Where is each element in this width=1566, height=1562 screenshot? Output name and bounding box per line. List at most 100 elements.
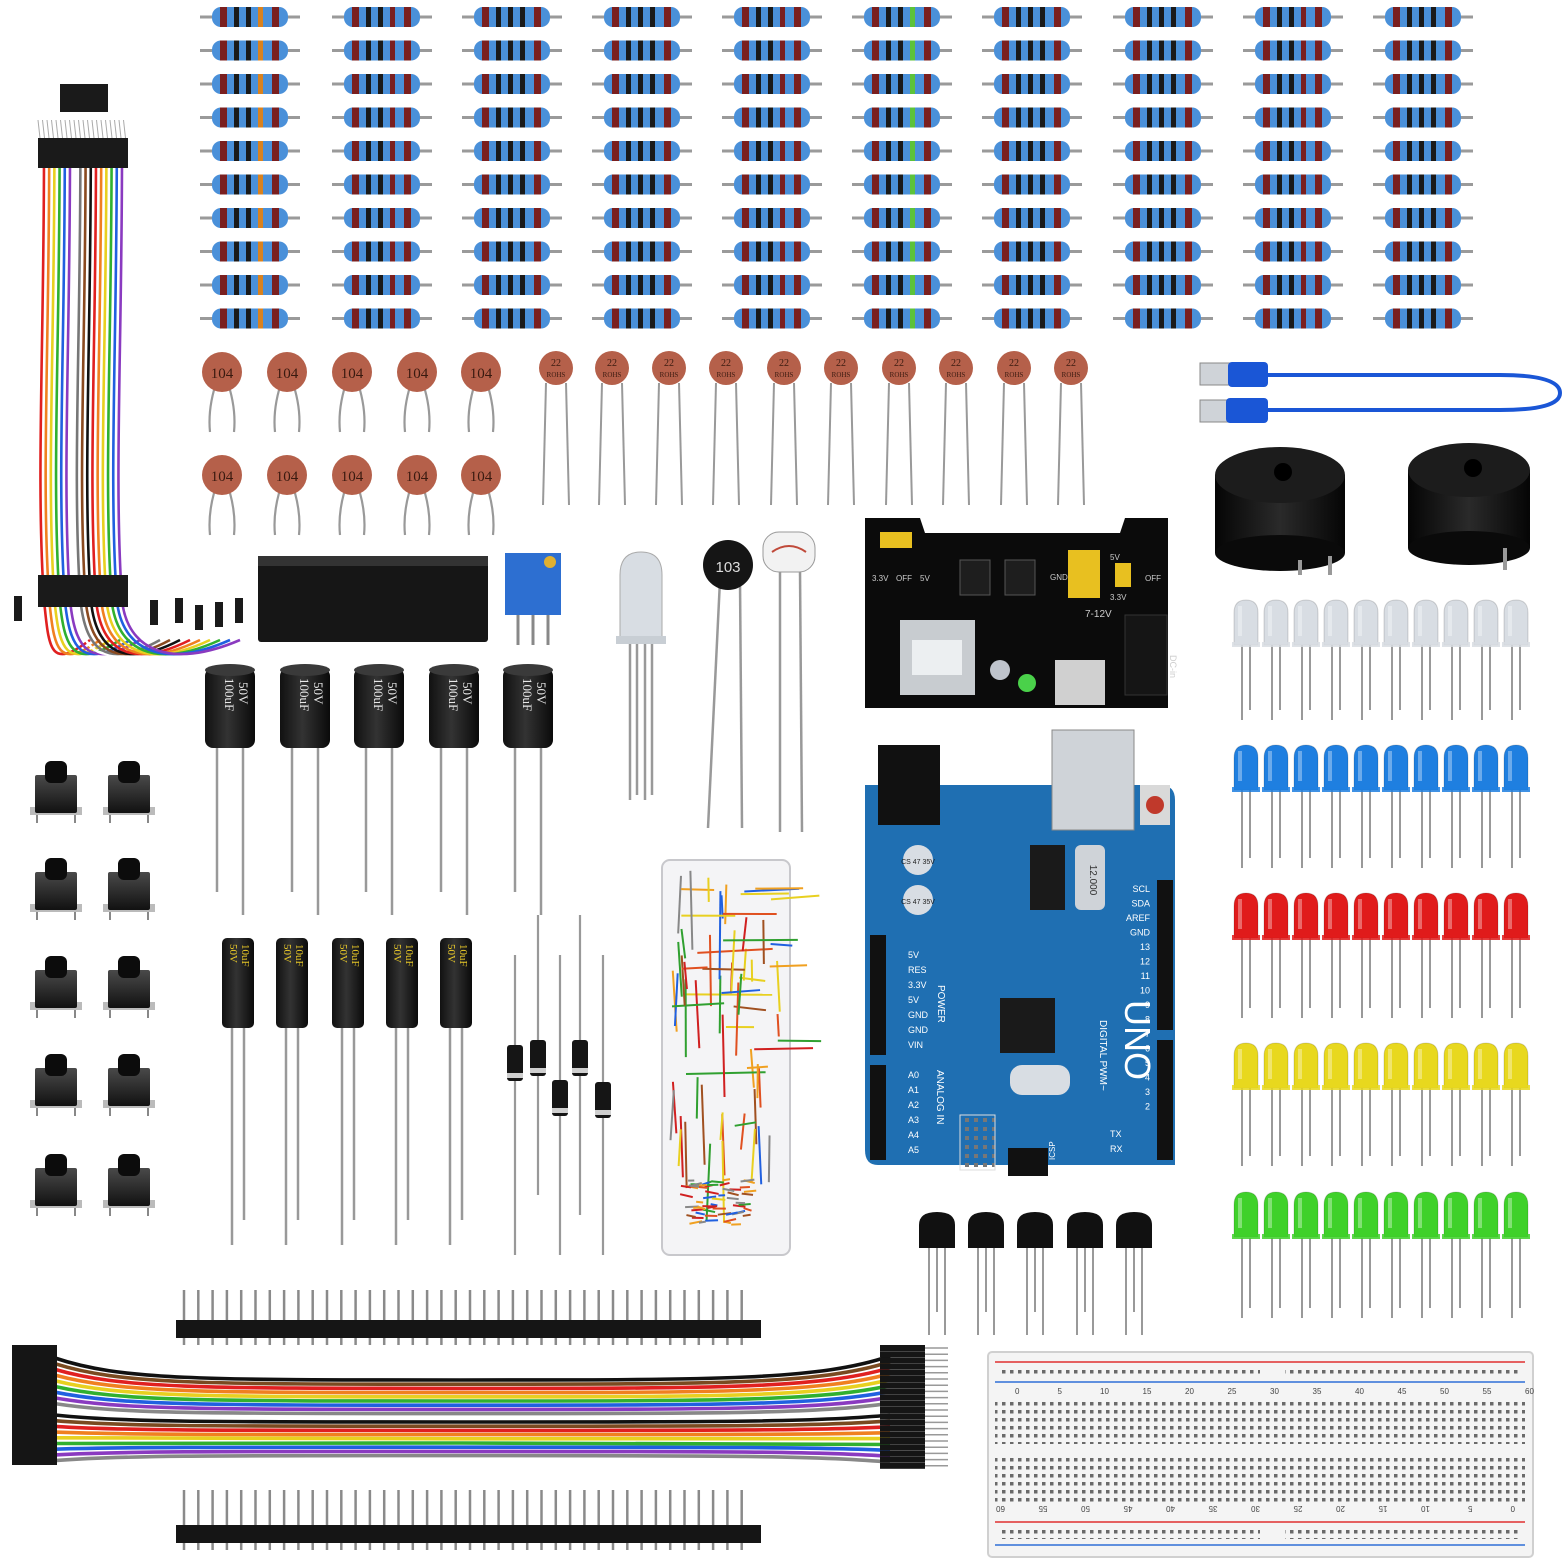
- jumper-wire-piece: [705, 1219, 719, 1222]
- jumper-pin: [78, 119, 81, 139]
- jumper-wire-piece: [742, 1213, 751, 1217]
- jumper-end-connector: [215, 602, 223, 627]
- resistor: [982, 241, 1082, 262]
- cap-value-label: 10uF: [293, 944, 305, 967]
- breadboard-column-number: 20: [1336, 1504, 1345, 1513]
- resistor: [462, 174, 562, 195]
- ceramic-label-22: 22: [894, 358, 904, 369]
- jumper-pin: [37, 119, 41, 139]
- resistor: [852, 107, 952, 128]
- ribbon-connector-left: [12, 1459, 57, 1465]
- jumper-wire-piece: [735, 982, 740, 1056]
- jumper-wire-piece: [702, 967, 745, 971]
- ceramic-label-22: 22: [1066, 358, 1076, 369]
- jumper-wire: [59, 149, 131, 656]
- resistor: [982, 275, 1082, 295]
- led-red: [1412, 892, 1440, 1018]
- resistor: [1243, 241, 1343, 262]
- cap-voltage-label: 50V: [281, 944, 293, 963]
- jumper-wire-piece: [770, 943, 793, 947]
- resistor: [200, 308, 300, 329]
- jumper-wire-piece: [721, 1014, 726, 1098]
- resistor: [592, 208, 692, 228]
- ribbon-wire: [54, 1430, 891, 1437]
- ribbon-wire: [54, 1360, 891, 1386]
- ribbon-connector-left: [12, 1417, 57, 1423]
- male-pin-header: [176, 1490, 761, 1550]
- ribbon-connector-right: [880, 1376, 925, 1382]
- resistor: [200, 174, 300, 195]
- pm-label-4: 5V: [1110, 553, 1120, 562]
- tactile-push-button: [30, 761, 82, 823]
- resistor: [592, 107, 692, 128]
- ceramic-label-rohs: ROHS: [890, 371, 909, 379]
- ribbon-wire: [54, 1407, 891, 1420]
- jumper-wire-piece: [753, 1089, 758, 1145]
- resistor: [1373, 40, 1473, 61]
- led-clear: [1442, 599, 1470, 720]
- jumper-wire-piece: [718, 975, 722, 1034]
- jumper-wire-piece: [767, 1135, 771, 1183]
- push-button-group: [30, 761, 155, 1216]
- ceramic-label-rohs: ROHS: [1062, 371, 1081, 379]
- uno-tx: TX: [1110, 1129, 1122, 1139]
- breadboard-column-number: 0: [1015, 1387, 1020, 1396]
- jumper-wire: [54, 149, 121, 656]
- jumper-wire-piece: [708, 934, 712, 1007]
- resistor: [852, 7, 952, 27]
- jumper-pin: [91, 119, 95, 139]
- resistor: [852, 275, 952, 295]
- jumper-wire-piece: [671, 1002, 725, 1008]
- ribbon-connector-right: [880, 1357, 925, 1364]
- jumper-wire-piece: [740, 1178, 755, 1183]
- jumper-wire-piece: [743, 1189, 757, 1193]
- breadboard-column-number: 25: [1228, 1387, 1237, 1396]
- jumper-wire-piece: [685, 1071, 766, 1075]
- uno-digital-pin-label: 6: [1145, 1044, 1150, 1054]
- resistor: [200, 107, 300, 128]
- ribbon-connector-right: [880, 1400, 925, 1407]
- led-clear: [1502, 599, 1530, 720]
- led-yellow: [1412, 1042, 1440, 1166]
- led-yellow: [1502, 1042, 1530, 1166]
- resistor: [852, 74, 952, 94]
- led-yellow: [1382, 1042, 1410, 1166]
- jumper-pin: [87, 119, 90, 139]
- breadboard-power-module: 3.3V OFF 5V GND 5V 3.3V OFF 7-12V DC-in: [865, 518, 1178, 708]
- ceramic-label-rohs: ROHS: [717, 371, 736, 379]
- resistor: [852, 174, 952, 195]
- jumper-wire-box: [661, 859, 822, 1256]
- ceramic-label: 104: [276, 469, 299, 485]
- resistor: [982, 208, 1082, 228]
- cap-voltage-label: 50V: [445, 944, 457, 963]
- jumper-wire-piece: [777, 1039, 822, 1043]
- ribbon-connector-left: [12, 1447, 57, 1453]
- jumper-wire: [49, 149, 111, 656]
- led-clear: [1352, 599, 1380, 720]
- jumper-wire: [111, 149, 231, 656]
- resistor: [722, 7, 822, 27]
- jumper-wire-piece: [719, 1112, 724, 1140]
- breadboard-column-number: 20: [1185, 1387, 1194, 1396]
- jumper-bundle-top-connectors: [38, 138, 128, 168]
- led-green: [1232, 1191, 1260, 1318]
- jumper-pin: [69, 119, 72, 139]
- ceramic-label-22: 22: [951, 358, 961, 369]
- jumper-wire-piece: [732, 1204, 746, 1208]
- resistor: [1243, 7, 1343, 27]
- jumper-wire-piece: [743, 1207, 752, 1212]
- pm-label-8: DC-in: [1168, 655, 1178, 678]
- led-clear: [1262, 599, 1290, 720]
- uno-digital-pin-label: SCL: [1132, 884, 1150, 894]
- ribbon-wire: [54, 1389, 891, 1407]
